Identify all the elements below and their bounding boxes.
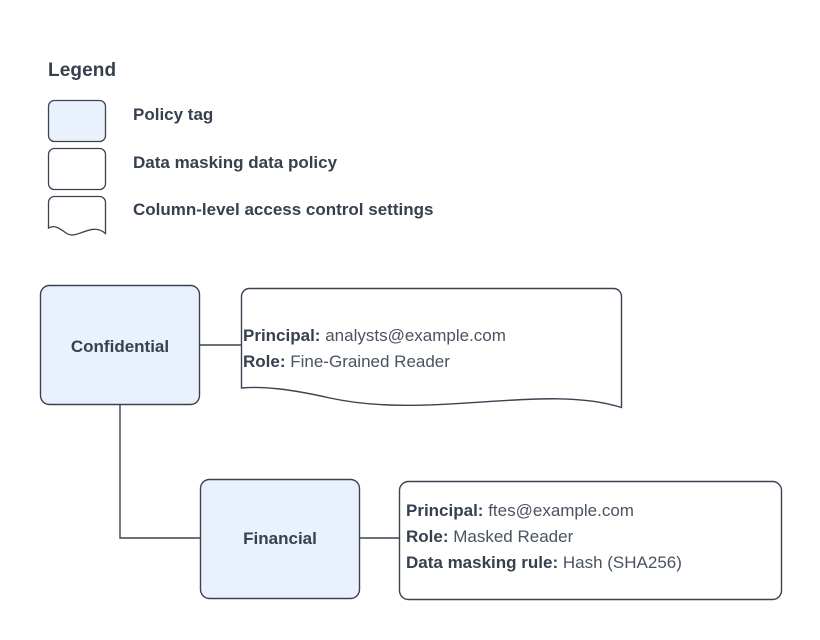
callout-row-value: Fine-Grained Reader [290, 352, 450, 371]
callout-row-value: ftes@example.com [488, 501, 634, 520]
legend-item-label-policy-tag: Policy tag [133, 105, 214, 124]
callout-row-value: analysts@example.com [325, 326, 506, 345]
node-financial[interactable] [199, 478, 361, 600]
callout-financial-data-masking-policy[interactable] [398, 480, 783, 601]
callout-row-key: Role: [406, 527, 449, 546]
callout-row-value: Hash (SHA256) [562, 553, 682, 572]
policy-tag-swatch-icon [47, 99, 107, 143]
connector-confidential-to-financial [119, 405, 200, 539]
callout-row: Principal: analysts@example.com [243, 323, 506, 349]
callout-row-key: Principal: [406, 501, 484, 520]
access-control-settings-swatch-icon [47, 195, 107, 236]
callout-financial-text: Principal: ftes@example.com Role: Masked… [406, 498, 682, 576]
node-confidential[interactable] [39, 284, 201, 406]
legend-title: Legend [48, 60, 117, 81]
callout-confidential-text: Principal: analysts@example.com Role: Fi… [243, 323, 506, 375]
data-masking-policy-swatch-icon [47, 147, 107, 191]
callout-row: Role: Fine-Grained Reader [243, 349, 506, 375]
callout-row-key: Role: [243, 352, 286, 371]
callout-row: Role: Masked Reader [406, 524, 682, 550]
node-label-confidential: Confidential [70, 337, 170, 356]
node-label-financial: Financial [243, 529, 317, 548]
callout-row: Data masking rule: Hash (SHA256) [406, 550, 682, 576]
legend-item-label-access-control-settings: Column-level access control settings [133, 200, 434, 219]
callout-row-key: Data masking rule: [406, 553, 559, 572]
callout-row-value: Masked Reader [453, 527, 574, 546]
callout-row: Principal: ftes@example.com [406, 498, 682, 524]
callout-row-key: Principal: [243, 326, 321, 345]
callout-confidential-access-control[interactable] [240, 287, 623, 409]
connector-layer [119, 344, 399, 539]
legend-item-label-data-masking-policy: Data masking data policy [133, 153, 338, 172]
